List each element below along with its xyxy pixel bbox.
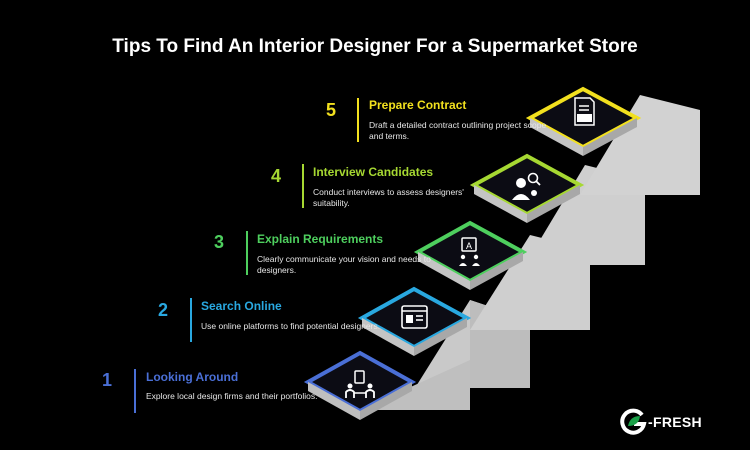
step-4-number: 4	[271, 166, 282, 186]
step-3-divider	[246, 231, 248, 275]
looking-around-icon	[345, 370, 375, 398]
contract-icon	[574, 97, 595, 126]
step-4-divider	[302, 164, 304, 208]
step-1-description: Explore local design firms and their por…	[146, 391, 318, 401]
step-1-title: Looking Around	[146, 370, 239, 384]
step-2-platform	[357, 286, 472, 356]
step-3-title: Explain Requirements	[257, 232, 384, 246]
step-2-title: Search Online	[201, 299, 282, 313]
step-2-divider	[190, 298, 192, 342]
step-1-number: 1	[102, 370, 113, 390]
interview-icon	[512, 172, 541, 200]
logo-text: -FRESH	[648, 414, 702, 430]
step-5-divider	[357, 98, 359, 142]
step-1-platform	[303, 350, 417, 420]
leaf-g-icon: G	[620, 408, 647, 435]
step-3-description: Clearly communicate your vision and need…	[257, 254, 431, 275]
step-5-description: Draft a detailed contract outlining proj…	[369, 120, 547, 141]
step-1-divider	[134, 369, 136, 413]
step-5-title: Prepare Contract	[369, 98, 467, 112]
stair-risers	[360, 95, 700, 410]
step-2-number: 2	[158, 300, 169, 320]
step-4-description: Conduct interviews to assess designers' …	[313, 187, 464, 208]
step-4-platform	[469, 153, 585, 223]
step-5-number: 5	[326, 100, 337, 120]
step-3-platform	[413, 220, 528, 290]
step-4-title: Interview Candidates	[313, 165, 434, 179]
step-2-description: Use online platforms to find potential d…	[201, 321, 381, 331]
page-title: Tips To Find An Interior Designer For a …	[112, 36, 638, 57]
gfresh-logo: G -FRESH	[618, 407, 718, 437]
svg-text:A: A	[466, 241, 472, 251]
step-3-number: 3	[214, 232, 225, 252]
search-online-icon	[401, 305, 428, 329]
requirements-icon: A	[459, 237, 480, 266]
